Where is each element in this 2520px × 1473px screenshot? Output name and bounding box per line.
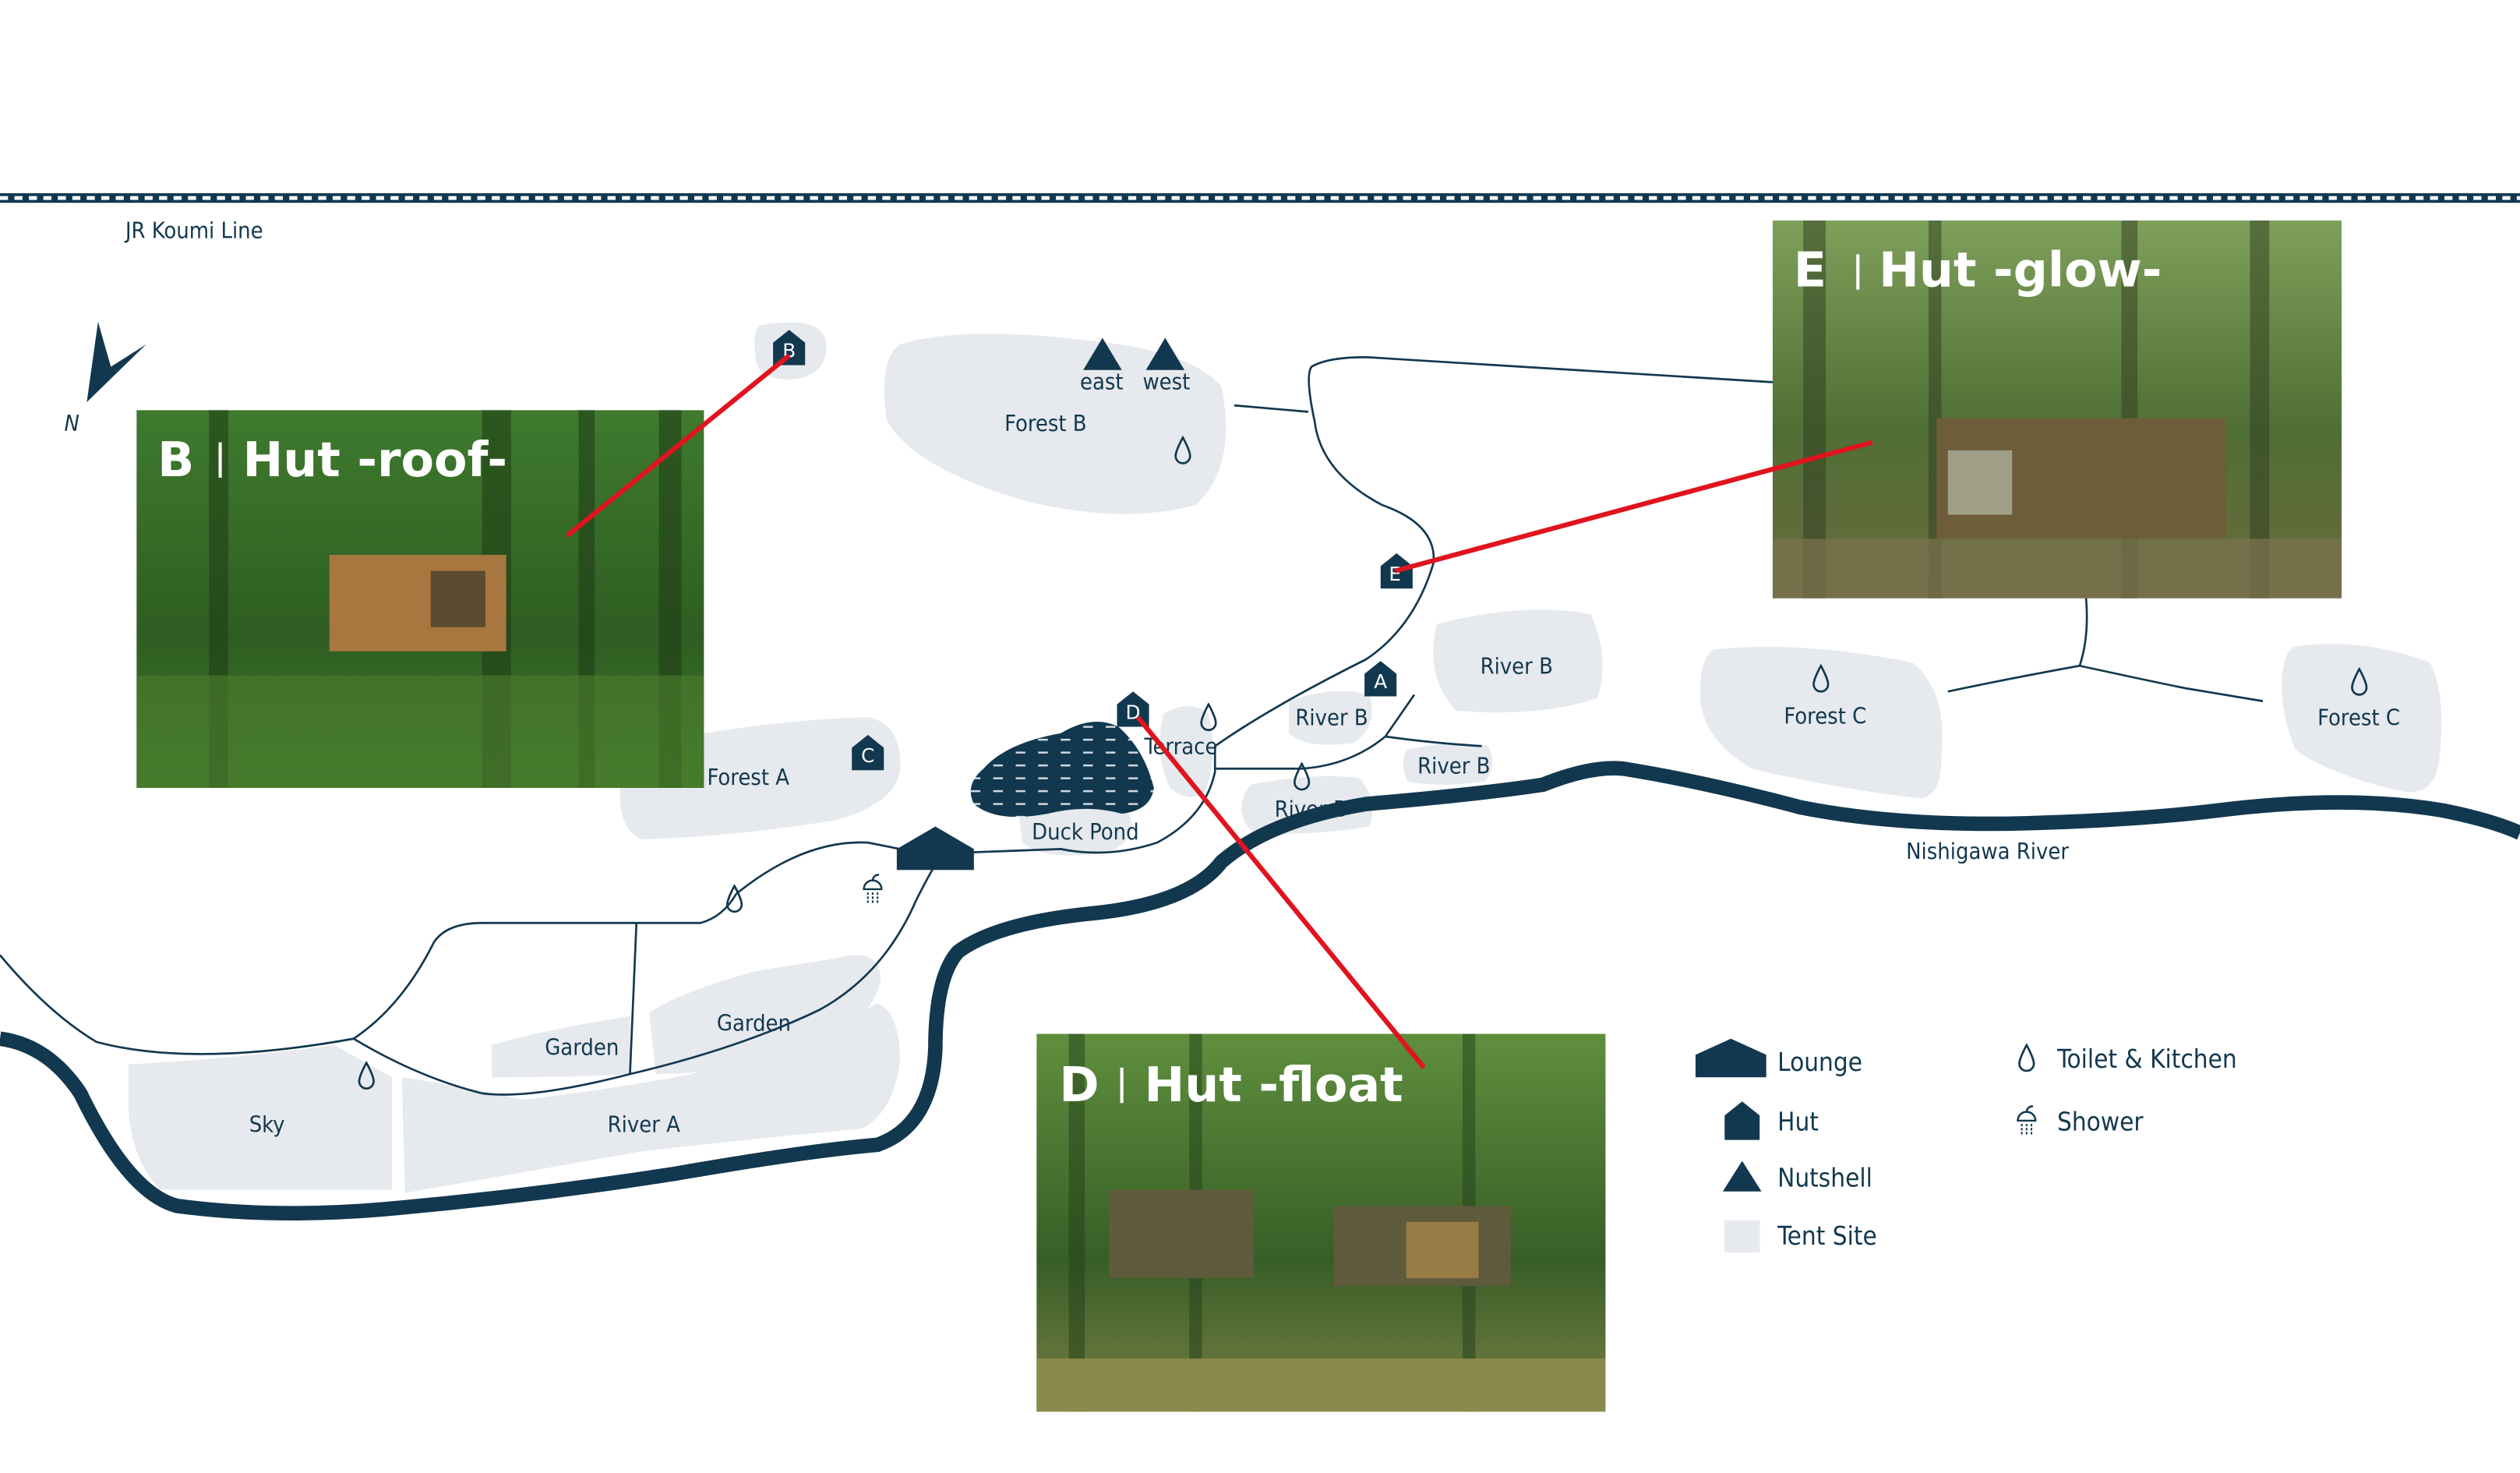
legend-item-shower: Shower (2017, 1105, 2144, 1136)
photo-letter: B (157, 432, 194, 488)
tent-site-icon (1724, 1220, 1760, 1253)
tent-site-garden-left (492, 1016, 630, 1078)
photo-title: Hut -glow- (1879, 242, 2162, 298)
site-label-garden-2: Garden (717, 1009, 791, 1036)
legend-item-nutshell: Nutshell (1723, 1160, 1872, 1193)
site-label-forest-c-right: Forest C (2317, 705, 2400, 731)
tent-site-river-b-4 (1241, 775, 1373, 834)
tent-site-river-b-2 (1433, 609, 1603, 713)
nutshell-east[interactable]: east (1080, 337, 1124, 395)
tent-site-forest-c-right (2282, 644, 2442, 793)
legend: Lounge Hut Nutshell Tent Site Toilet & K… (1695, 1038, 2237, 1253)
duck-pond (970, 722, 1154, 818)
svg-text:D: D (1126, 701, 1141, 723)
photo-hut-roof[interactable]: B Hut -roof- (136, 410, 704, 788)
tent-site-forest-c-left (1699, 646, 1943, 799)
site-label-duck-pond: Duck Pond (1032, 818, 1138, 845)
leader-line-b (566, 353, 791, 538)
svg-text:Lounge: Lounge (1777, 1047, 1862, 1077)
svg-text:Tent Site: Tent Site (1777, 1220, 1877, 1251)
svg-text:west: west (1142, 369, 1190, 395)
leader-line-d (1135, 715, 1426, 1069)
site-label-river-a: River A (608, 1111, 681, 1137)
lounge-icon (1695, 1038, 1766, 1078)
photo-hut-glow[interactable]: E Hut -glow- (1772, 220, 2342, 599)
svg-text:C: C (861, 744, 874, 767)
site-label-garden-1: Garden (545, 1033, 619, 1060)
photo-title: Hut -roof- (242, 432, 507, 488)
svg-text:east: east (1080, 369, 1124, 395)
svg-text:Toilet & Kitchen: Toilet & Kitchen (2056, 1044, 2237, 1074)
site-label-forest-a: Forest A (708, 764, 790, 790)
svg-text:Hut: Hut (1777, 1106, 1819, 1136)
nishigawa-river (0, 761, 2520, 1220)
legend-item-lounge: Lounge (1695, 1038, 1862, 1078)
river-label: Nishigawa River (1906, 838, 2069, 864)
svg-text:Shower: Shower (2057, 1106, 2144, 1136)
toilet-kitchen-icon (2018, 1044, 2035, 1072)
compass-label: N (65, 410, 79, 436)
tent-site-garden (649, 955, 881, 1075)
railway-label: JR Koumi Line (124, 217, 263, 244)
site-label-forest-c-left: Forest C (1784, 703, 1866, 729)
nutshell-icon (1083, 337, 1122, 370)
tent-site-forest-b (884, 334, 1226, 514)
site-label-sky: Sky (249, 1111, 285, 1137)
svg-text:A: A (1374, 670, 1387, 693)
photo-divider (218, 442, 222, 478)
tent-site-sky (129, 1045, 393, 1190)
photo-hut-float[interactable]: D Hut -float (1036, 1033, 1606, 1412)
north-arrow-icon (86, 321, 146, 402)
tent-site-duck-pond (1018, 802, 1132, 856)
hut-icon (1724, 1101, 1760, 1140)
legend-item-hut: Hut (1724, 1101, 1819, 1140)
walking-paths (0, 355, 2264, 1096)
tent-sites (129, 322, 2442, 1193)
nutshell-icon (1145, 337, 1185, 370)
legend-item-toilet-kitchen: Toilet & Kitchen (2018, 1044, 2237, 1074)
lounge-icon[interactable] (896, 826, 974, 871)
shower-icon[interactable] (863, 874, 883, 905)
site-label-river-b-1: River B (1295, 705, 1368, 731)
shower-icon (2017, 1105, 2037, 1136)
toilet-kitchen-icon[interactable] (725, 885, 743, 913)
tent-site-river-b-1 (1289, 691, 1372, 745)
photo-divider (1856, 254, 1860, 290)
svg-text:Nutshell: Nutshell (1777, 1163, 1872, 1193)
leader-line-e (1394, 440, 1873, 574)
tent-site-river-b-3 (1403, 744, 1493, 785)
site-label-river-b-3: River B (1417, 752, 1490, 779)
legend-item-tent-site: Tent Site (1724, 1220, 1877, 1253)
leader-lines (566, 353, 1873, 1069)
site-label-river-b-2: River B (1481, 653, 1553, 680)
hut-a[interactable]: A (1364, 661, 1397, 697)
photo-letter: D (1059, 1057, 1099, 1113)
nutshell-west[interactable]: west (1142, 337, 1190, 395)
tent-site-river-a (401, 1003, 900, 1193)
svg-text:E: E (1389, 563, 1401, 585)
photo-divider (1120, 1067, 1124, 1104)
site-label-forest-b: Forest B (1004, 410, 1087, 436)
photo-letter: E (1794, 242, 1826, 298)
hut-c[interactable]: C (852, 734, 884, 771)
tent-site-terrace (1159, 705, 1213, 797)
photo-title: Hut -float (1145, 1057, 1403, 1113)
hut-d[interactable]: D (1117, 691, 1149, 727)
site-label-river-b-4: River B (1275, 796, 1347, 822)
railway-line (0, 193, 2520, 203)
nutshell-icon (1723, 1160, 1762, 1192)
